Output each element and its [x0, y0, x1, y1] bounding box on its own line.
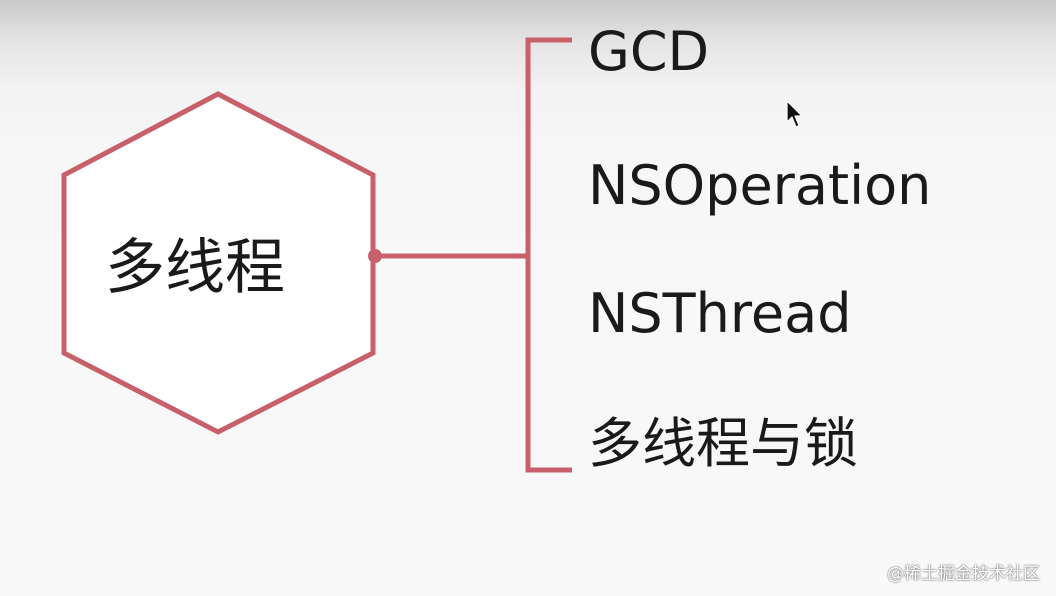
- branch-gcd: GCD: [588, 20, 710, 83]
- branch-bracket: [525, 37, 572, 473]
- mouse-pointer-icon: [786, 100, 803, 128]
- branch-multithreading-and-locks: 多线程与锁: [588, 412, 858, 475]
- branch-nsoperation: NSOperation: [588, 154, 932, 217]
- hub-hexagon: [61, 91, 376, 435]
- hub-label: 多线程: [105, 233, 285, 303]
- watermark: @稀土掘金技术社区: [887, 564, 1040, 584]
- branch-nsthread: NSThread: [588, 282, 852, 345]
